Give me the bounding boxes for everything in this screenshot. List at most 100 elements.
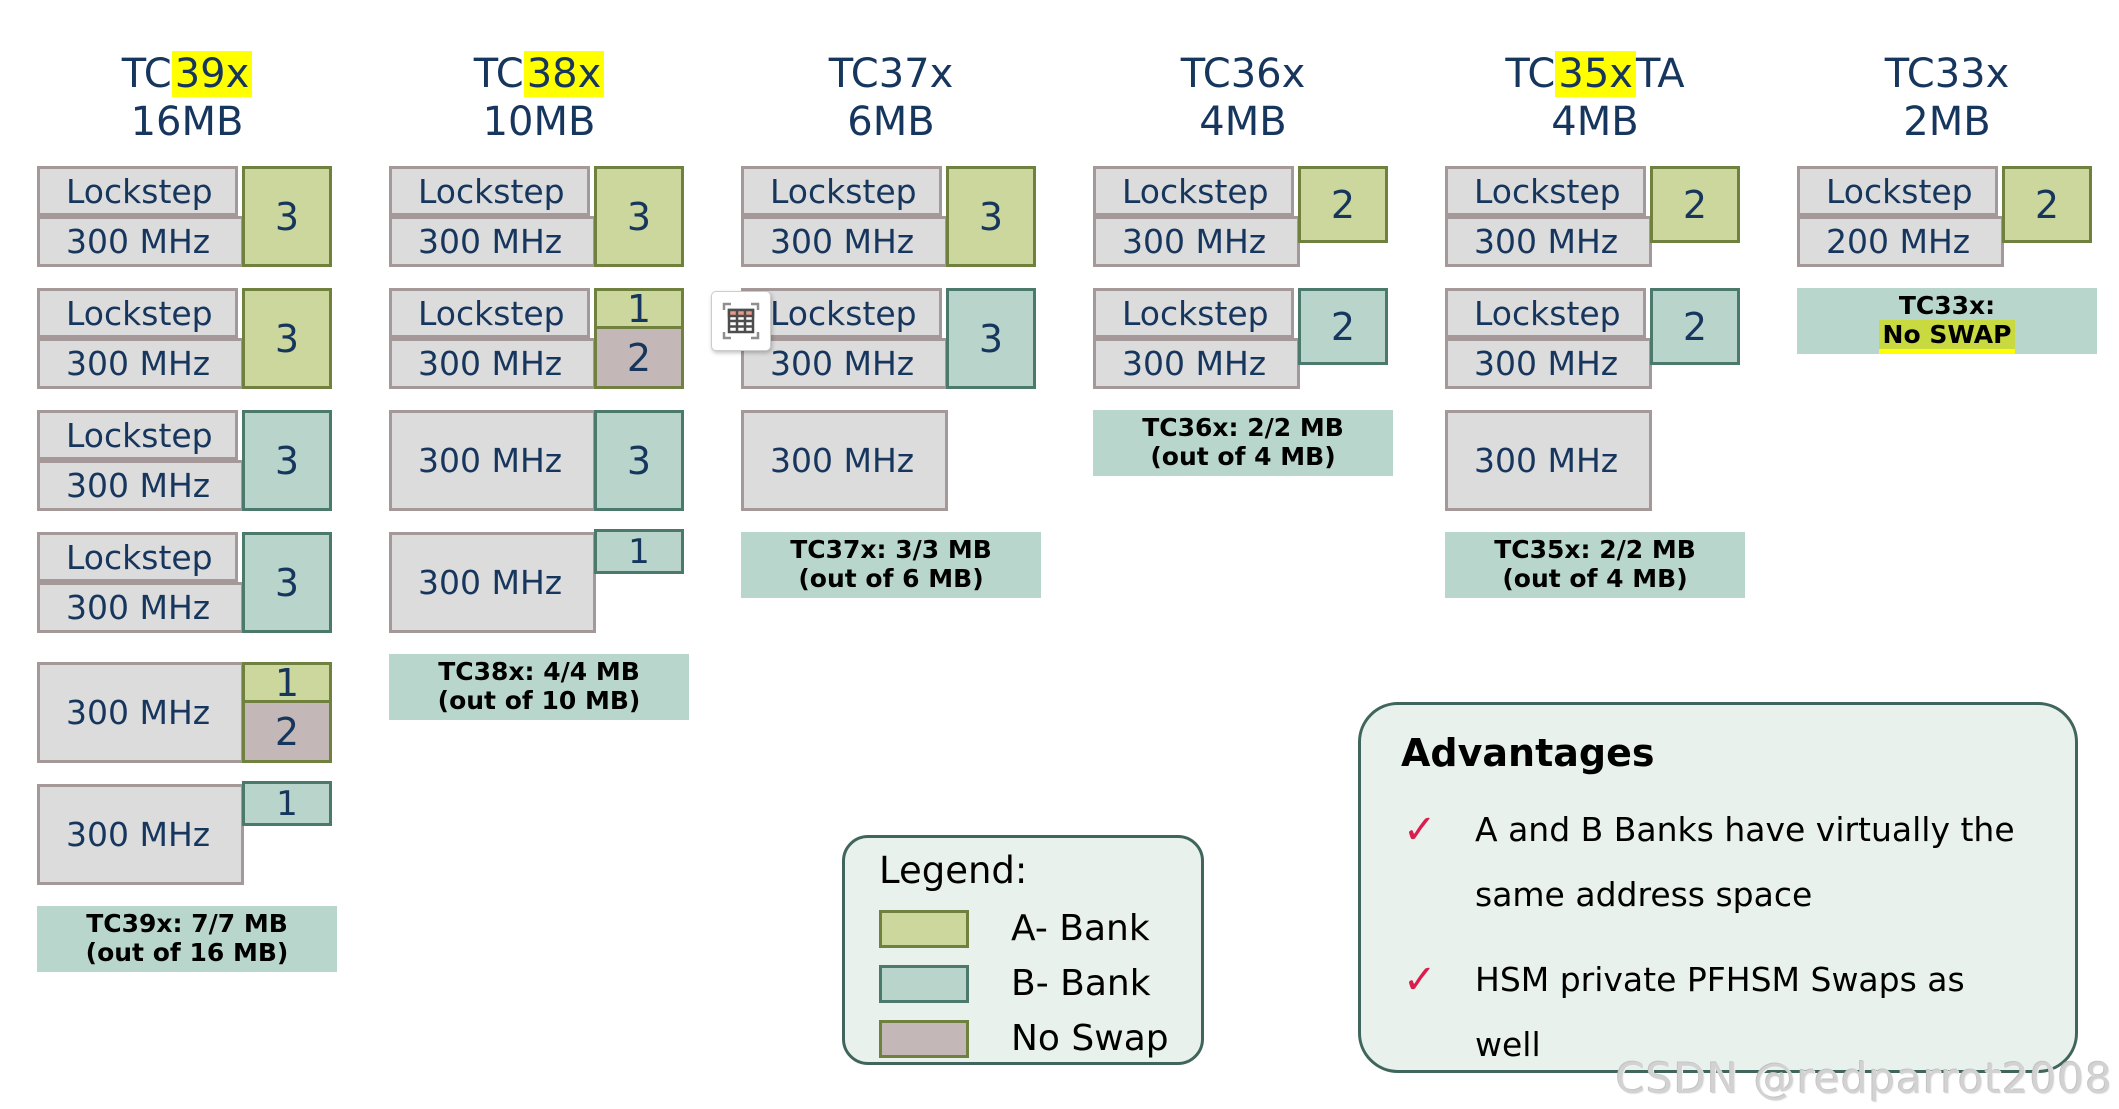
bank-tag: 3 xyxy=(946,288,1036,389)
lockstep-box: Lockstep xyxy=(741,288,942,338)
column-summary: TC33x:No SWAP xyxy=(1797,288,2097,354)
bank-tag: 3 xyxy=(594,410,684,511)
frequency-box: 300 MHz xyxy=(1445,338,1652,389)
bank-tag-top: 1 xyxy=(597,287,681,331)
frequency-box: 300 MHz xyxy=(1445,216,1652,267)
lockstep-box: Lockstep xyxy=(741,166,942,216)
advantage-text-line: same address space xyxy=(1475,875,1813,914)
lockstep-box: Lockstep xyxy=(37,288,238,338)
bank-tag-bottom: 2 xyxy=(245,703,329,760)
device-flash-size: 2MB xyxy=(1903,99,1991,145)
bank-tag: 3 xyxy=(946,166,1036,267)
advantage-text-line: HSM private PFHSM Swaps as xyxy=(1475,960,1965,999)
watermark: CSDN @redparrot2008 xyxy=(1615,1054,2113,1103)
bank-tag: 1 xyxy=(594,529,684,574)
legend-swatch-b xyxy=(879,964,969,1003)
lockstep-box: Lockstep xyxy=(1093,288,1294,338)
device-name-highlight: 38x xyxy=(523,51,605,97)
device-flash-size: 10MB xyxy=(482,99,596,145)
frequency-box: 300 MHz xyxy=(1093,216,1300,267)
device-name-text: TA xyxy=(1635,51,1685,97)
column-summary: TC38x: 4/4 MB(out of 10 MB) xyxy=(389,654,689,720)
summary-line2: (out of 4 MB) xyxy=(1502,564,1688,593)
checkmark-icon: ✓ xyxy=(1403,807,1437,853)
lockstep-box: Lockstep xyxy=(1797,166,1998,216)
device-name: TC37x xyxy=(741,50,1041,98)
bank-tag: 2 xyxy=(2002,166,2092,243)
frequency-box: 300 MHz xyxy=(1093,338,1300,389)
device-name-text: TC xyxy=(473,51,524,97)
advantages-title: Advantages xyxy=(1401,731,1655,775)
table-paste-icon xyxy=(722,302,760,340)
bank-tag: 2 xyxy=(1650,288,1740,365)
frequency-box: 300 MHz xyxy=(389,410,596,511)
lockstep-box: Lockstep xyxy=(1445,166,1646,216)
frequency-box: 300 MHz xyxy=(37,582,244,633)
legend-label: A- Bank xyxy=(1011,908,1150,949)
device-name-highlight: 39x xyxy=(171,51,253,97)
frequency-box: 300 MHz xyxy=(389,532,596,633)
advantages-panel: Advantages ✓A and B Banks have virtually… xyxy=(1358,702,2078,1073)
memory-box-row: 300 MHz xyxy=(741,410,1041,511)
device-flash-size: 16MB xyxy=(130,99,244,145)
device-flash-size: 6MB xyxy=(847,99,935,145)
frequency-box: 300 MHz xyxy=(37,784,244,885)
frequency-box: 300 MHz xyxy=(37,662,244,763)
summary-line2: (out of 16 MB) xyxy=(85,938,289,967)
memory-box-row: 300 MHz xyxy=(1445,410,1745,511)
summary-line1: TC36x: 2/2 MB xyxy=(1142,413,1344,442)
legend-swatch-noswap xyxy=(879,1019,969,1058)
device-name: TC36x xyxy=(1093,50,1393,98)
bank-tag: 1 xyxy=(242,781,332,826)
bank-tag: 3 xyxy=(594,166,684,267)
device-name-text: TC37x xyxy=(828,51,954,97)
lockstep-box: Lockstep xyxy=(1093,166,1294,216)
summary-line1: TC38x: 4/4 MB xyxy=(438,657,640,686)
bank-tag: 2 xyxy=(1298,166,1388,243)
lockstep-box: Lockstep xyxy=(389,288,590,338)
lockstep-box: Lockstep xyxy=(389,166,590,216)
device-name: TC33x xyxy=(1797,50,2097,98)
bank-tag: 3 xyxy=(242,532,332,633)
summary-line2: (out of 6 MB) xyxy=(798,564,984,593)
paste-options-button[interactable] xyxy=(711,291,771,351)
legend-label: No Swap xyxy=(1011,1018,1169,1059)
bank-tag: 2 xyxy=(1298,288,1388,365)
device-name-text: TC xyxy=(1505,51,1556,97)
device-name-text: TC36x xyxy=(1180,51,1306,97)
no-swap-highlight: No SWAP xyxy=(1878,320,2016,349)
device-name: TC39x xyxy=(37,50,337,98)
legend-title: Legend: xyxy=(879,849,1028,892)
device-name: TC38x xyxy=(389,50,689,98)
frequency-box: 300 MHz xyxy=(741,338,948,389)
frequency-box: 300 MHz xyxy=(741,410,948,511)
summary-line1: TC35x: 2/2 MB xyxy=(1494,535,1696,564)
summary-line2: No SWAP xyxy=(1797,320,2097,349)
bank-tag: 3 xyxy=(242,410,332,511)
